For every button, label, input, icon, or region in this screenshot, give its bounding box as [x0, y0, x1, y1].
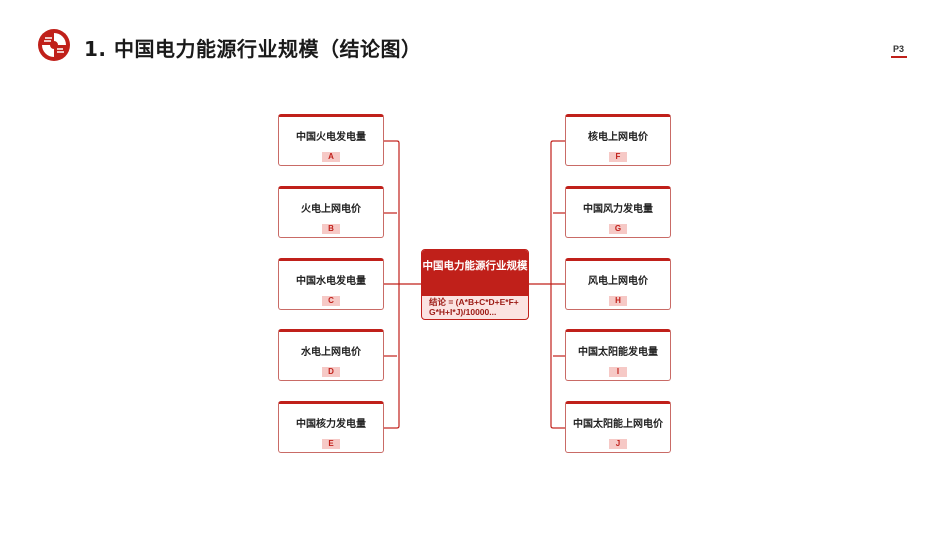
- node-tag: H: [609, 296, 627, 306]
- mindmap-node-i: 中国太阳能发电量 I: [565, 329, 671, 381]
- node-tag: E: [322, 439, 340, 449]
- brand-logo-icon: [38, 29, 70, 61]
- node-label: 中国太阳能上网电价: [573, 419, 663, 430]
- center-node-title: 中国电力能源行业规模: [422, 250, 528, 296]
- node-tag: I: [609, 367, 627, 377]
- mindmap-center-node: 中国电力能源行业规模 结论 = (A*B+C*D+E*F+G*H+I*J)/10…: [421, 249, 529, 320]
- mindmap-node-g: 中国风力发电量 G: [565, 186, 671, 238]
- node-tag: C: [322, 296, 340, 306]
- page-title: 1. 中国电力能源行业规模（结论图）: [84, 37, 422, 61]
- mindmap-node-a: 中国火电发电量 A: [278, 114, 384, 166]
- node-label: 中国太阳能发电量: [578, 347, 658, 358]
- node-label: 中国水电发电量: [296, 276, 366, 287]
- mindmap-node-h: 风电上网电价 H: [565, 258, 671, 310]
- node-label: 中国火电发电量: [296, 132, 366, 143]
- mindmap-node-f: 核电上网电价 F: [565, 114, 671, 166]
- mindmap-node-e: 中国核力发电量 E: [278, 401, 384, 453]
- mindmap-node-d: 水电上网电价 D: [278, 329, 384, 381]
- mindmap-node-c: 中国水电发电量 C: [278, 258, 384, 310]
- node-tag: B: [322, 224, 340, 234]
- node-label: 火电上网电价: [301, 204, 361, 215]
- node-label: 风电上网电价: [588, 276, 648, 287]
- mindmap-node-b: 火电上网电价 B: [278, 186, 384, 238]
- mindmap-node-j: 中国太阳能上网电价 J: [565, 401, 671, 453]
- node-label: 中国核力发电量: [296, 419, 366, 430]
- node-tag: J: [609, 439, 627, 449]
- node-label: 水电上网电价: [301, 347, 361, 358]
- node-tag: G: [609, 224, 627, 234]
- node-tag: A: [322, 152, 340, 162]
- node-tag: D: [322, 367, 340, 377]
- node-tag: F: [609, 152, 627, 162]
- center-node-formula: 结论 = (A*B+C*D+E*F+G*H+I*J)/10000...: [429, 297, 519, 317]
- node-label: 核电上网电价: [588, 132, 648, 143]
- page-number: P3: [893, 44, 905, 54]
- node-label: 中国风力发电量: [583, 204, 653, 215]
- page-number-underline: [891, 56, 907, 58]
